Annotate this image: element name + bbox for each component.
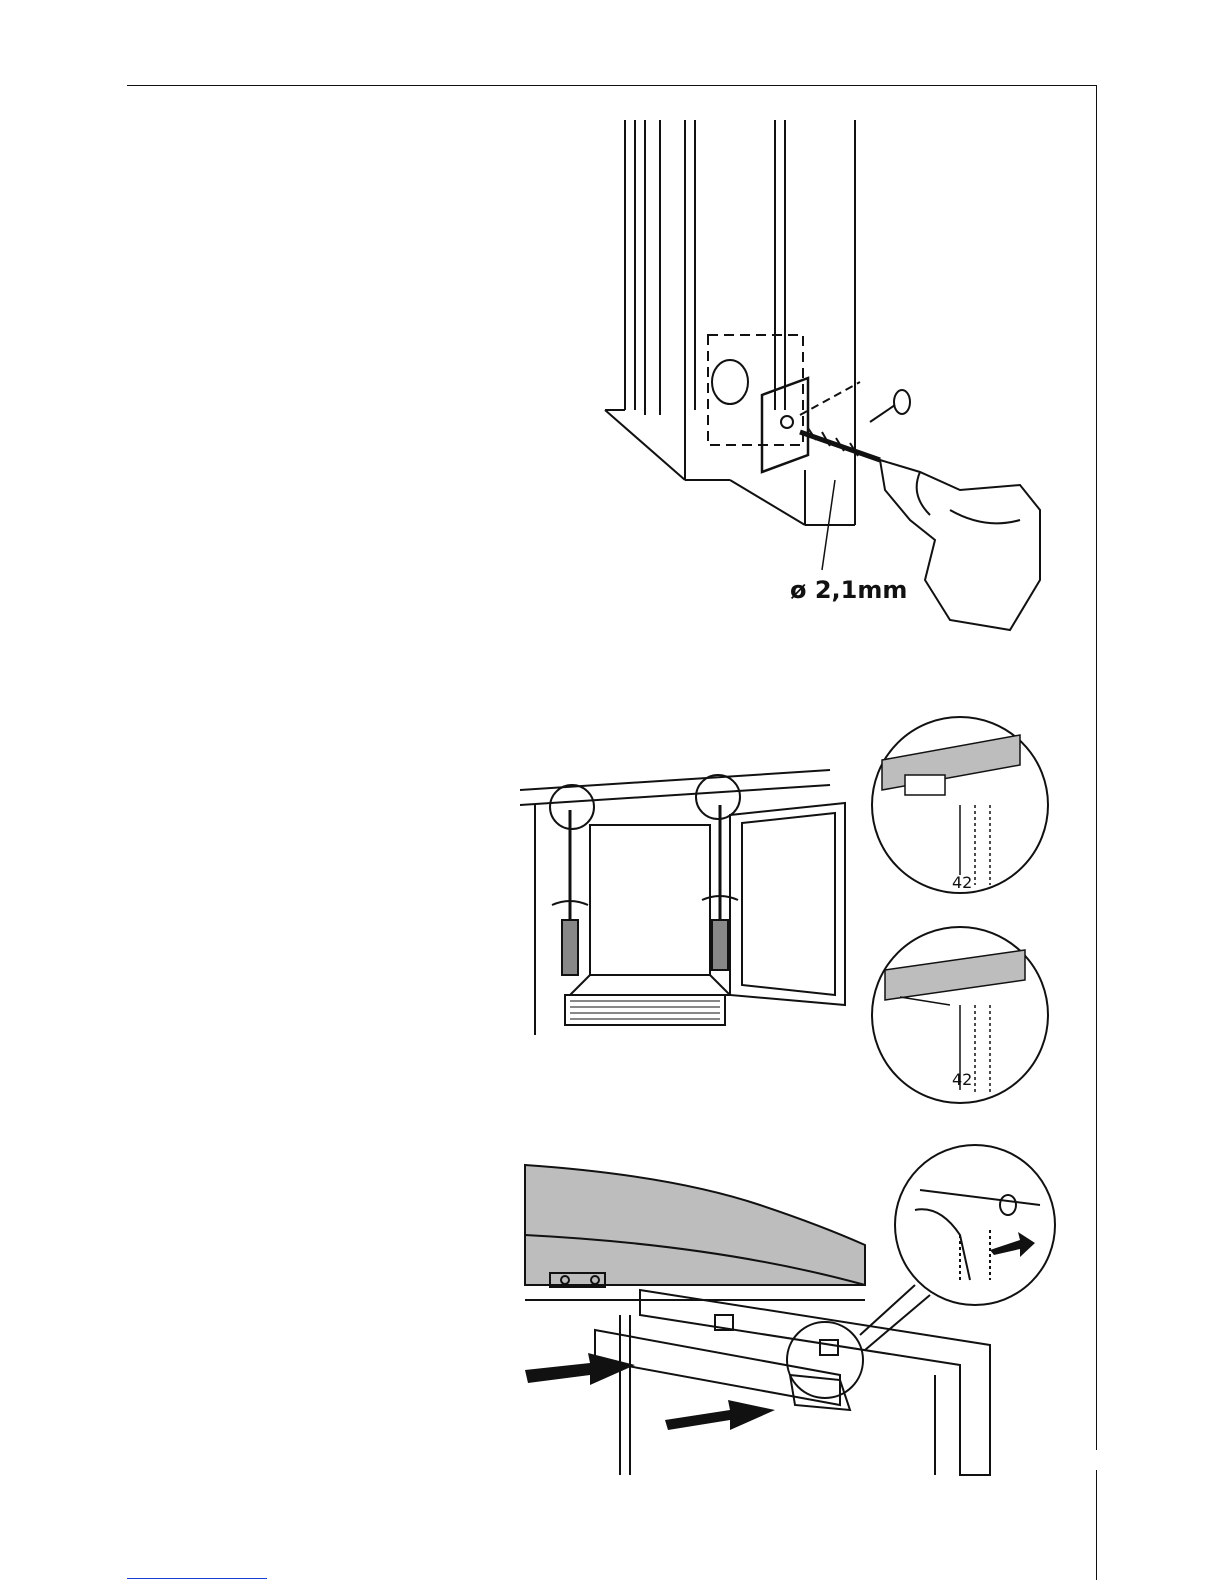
hinge-drawing: 42 42	[520, 705, 1065, 1115]
hinge-dimension-top: 42	[952, 873, 972, 892]
right-margin-rule-lower	[1096, 1470, 1097, 1580]
cover-drawing	[520, 1135, 1065, 1480]
footer-link-underline	[127, 1578, 267, 1579]
drill-illustration: ø 2,1mm	[590, 110, 1060, 650]
drill-diameter-label: ø 2,1mm	[790, 576, 907, 604]
hinge-adjustment-illustration: 42 42	[520, 705, 1065, 1115]
top-rule	[127, 85, 1097, 86]
cover-installation-illustration	[520, 1135, 1065, 1480]
hinge-dimension-bottom: 42	[952, 1070, 972, 1089]
right-margin-rule	[1096, 85, 1097, 1450]
drill-drawing: ø 2,1mm	[590, 110, 1060, 650]
